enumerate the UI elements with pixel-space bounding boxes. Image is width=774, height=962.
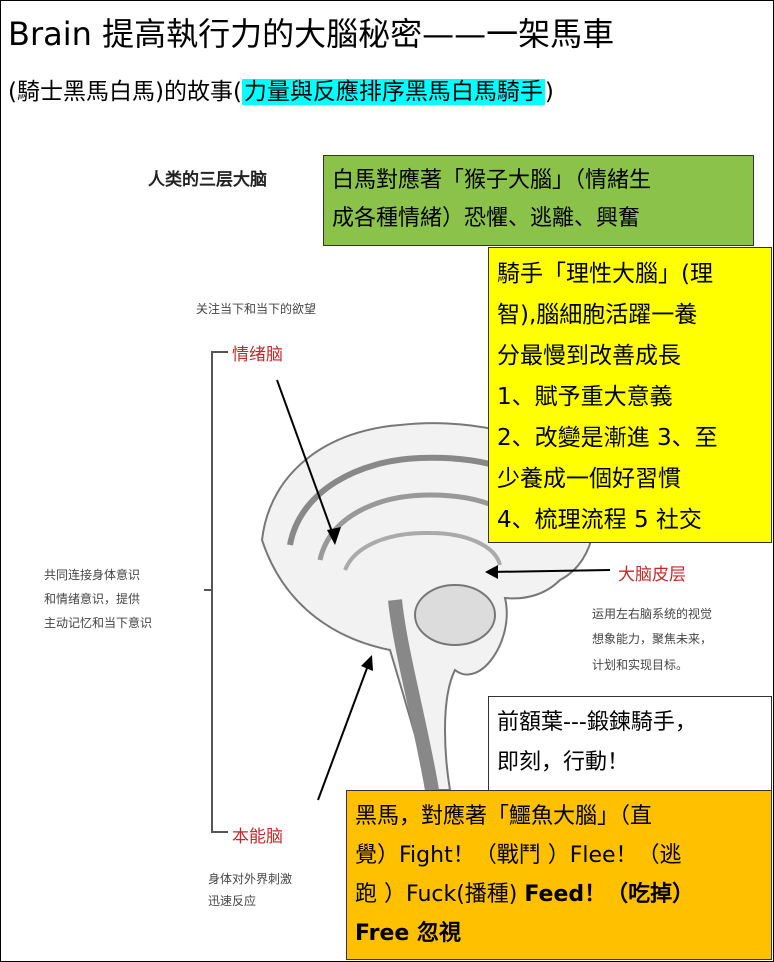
yellow-line-2: 智),腦細胞活躍一養 <box>497 302 698 328</box>
left-bracket <box>211 351 228 833</box>
arrowhead-emotion <box>327 527 341 545</box>
cortex-label: 大脑皮层 <box>618 565 686 585</box>
prefrontal-box: 前額葉---鍛鍊騎手， 即刻，行動！ <box>488 696 772 792</box>
cerebellum <box>414 584 496 646</box>
arrow-instinct <box>317 659 371 801</box>
black-horse-box: 黑馬，對應著「鱷魚大腦」（直 覺）Fight！（戰鬥 ）Flee！（逃 跑 ）F… <box>346 790 772 960</box>
yellow-line-3: 分最慢到改善成長 <box>497 343 681 369</box>
emotion-brain-label: 情绪脑 <box>232 345 283 365</box>
instinct-brain-label: 本能脑 <box>232 827 283 847</box>
orange-line-1: 黑馬，對應著「鱷魚大腦」（直 <box>355 804 653 829</box>
white-line-1: 前額葉---鍛鍊騎手， <box>497 710 697 735</box>
brainstem <box>388 599 439 792</box>
white-line-2: 即刻，行動！ <box>497 750 630 775</box>
subtitle-highlight: 力量與反應排序黑馬白馬騎手 <box>241 79 545 105</box>
brain-fold-3 <box>343 530 502 571</box>
slide-subtitle: (騎士黑馬白馬)的故事(力量與反應排序黑馬白馬騎手) <box>8 72 554 112</box>
instinct-note-line-1: 身体对外界刺激 <box>208 872 293 886</box>
orange-line-3: 跑 ）Fuck(播種) Feed！（吃掉） <box>355 875 763 914</box>
left-note-line-1: 共同连接身体意识 <box>44 568 141 582</box>
cortex-note-line-3: 计划和实现目标。 <box>592 658 689 672</box>
focus-note: 关注当下和当下的欲望 <box>196 302 317 316</box>
yellow-line-6: 少養成一個好習慣 <box>497 466 681 492</box>
orange-line-3-normal: 跑 ）Fuck(播種) <box>355 882 525 907</box>
yellow-line-5: 2、改變是漸進 3、至 <box>497 425 718 451</box>
yellow-line-1: 騎手「理性大腦」(理 <box>497 261 713 287</box>
orange-line-3-bold: Feed！（吃掉） <box>524 882 695 907</box>
orange-line-4: Free 忽視 <box>355 921 461 946</box>
arrow-cortex <box>489 569 611 573</box>
arrowhead-cortex <box>485 565 498 579</box>
left-note-line-2: 和情绪意识，提供 <box>44 592 141 606</box>
left-note-line-3: 主动记忆和当下意识 <box>44 616 153 630</box>
white-horse-box: 白馬對應著「猴子大腦」（情緒生 成各種情緒）恐懼、逃離、興奮 <box>323 155 754 246</box>
rider-box: 騎手「理性大腦」(理 智),腦細胞活躍一養 分最慢到改善成長 1、賦予重大意義 … <box>488 247 772 543</box>
yellow-line-7: 4、梳理流程 5 社交 <box>497 507 702 533</box>
cortex-note-line-2: 想象能力，聚焦未来， <box>592 632 713 646</box>
subtitle-part2: ) <box>544 79 554 105</box>
cortex-note-line-1: 运用左右脑系统的视觉 <box>592 607 713 621</box>
subtitle-part1: (騎士黑馬白馬)的故事( <box>8 79 242 105</box>
green-line-2: 成各種情緒）恐懼、逃離、興奮 <box>332 206 641 231</box>
slide-title: Brain 提高執行力的大腦秘密——一架馬車 <box>8 15 615 53</box>
figure-heading: 人类的三层大脑 <box>148 170 267 190</box>
arrow-emotion <box>276 379 336 541</box>
instinct-note-line-2: 迅速反应 <box>208 894 257 908</box>
yellow-line-4: 1、賦予重大意義 <box>497 384 673 410</box>
green-line-1: 白馬對應著「猴子大腦」（情緒生 <box>332 168 652 193</box>
arrowhead-instinct <box>361 655 373 671</box>
orange-line-2: 覺）Fight！（戰鬥 ）Flee！（逃 <box>355 843 682 868</box>
